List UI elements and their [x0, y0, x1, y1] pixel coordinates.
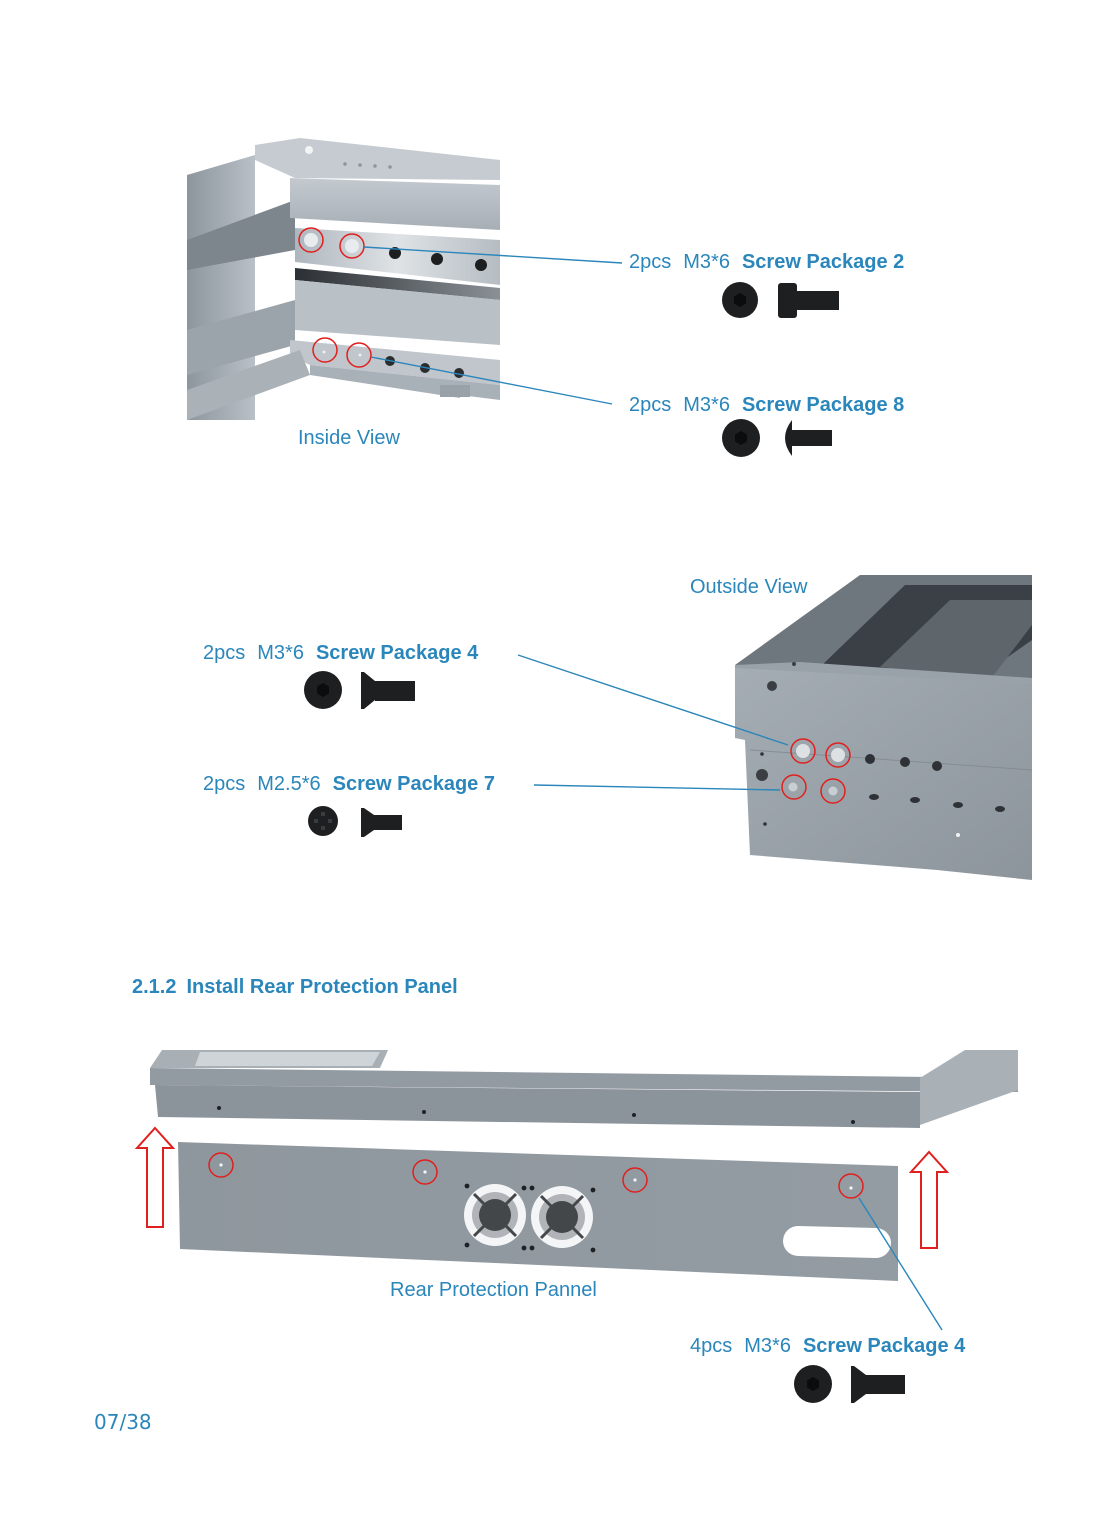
panel-cutout	[783, 1225, 891, 1259]
outside-view-highlight-circles	[781, 738, 851, 804]
highlight-circle	[412, 1159, 438, 1185]
rear-panel-drawing	[178, 1142, 898, 1281]
callout-spec: M3*6	[683, 394, 730, 416]
rear-panel-caption: Rear Protection Pannel	[390, 1279, 597, 1301]
callout-screw-package-4: 2pcs M3*6 Screw Package 4	[203, 642, 478, 665]
highlight-circle	[838, 1173, 864, 1199]
callout-screw-package-8: 2pcs M3*6 Screw Package 8	[629, 394, 904, 417]
highlight-circle	[312, 337, 338, 363]
callout-package: Screw Package 2	[741, 251, 905, 273]
fan-right	[531, 1186, 593, 1248]
callout-spec: M3*6	[744, 1335, 791, 1357]
callout-spec: M2.5*6	[257, 773, 321, 795]
section-title: Install Rear Protection Panel	[186, 976, 458, 998]
leader-line	[858, 1197, 943, 1331]
leader-line	[517, 654, 789, 746]
highlight-circle	[790, 738, 816, 764]
highlight-circle	[825, 742, 851, 768]
screw-package-4-icon	[794, 1365, 905, 1403]
inside-view-highlight-circles	[298, 227, 372, 368]
callout-screw-package-7: 2pcs M2.5*6 Screw Package 7	[203, 773, 495, 796]
screw-icons	[304, 282, 905, 1403]
highlight-circle	[339, 233, 365, 259]
section-number: 2.1.2	[132, 976, 177, 998]
callout-package: Screw Package 4	[315, 642, 479, 664]
inside-view-caption: Inside View	[298, 427, 400, 449]
screw-package-8-icon	[722, 419, 832, 457]
callout-package: Screw Package 7	[332, 773, 495, 795]
callout-package: Screw Package 4	[802, 1335, 966, 1357]
inside-view-drawing	[187, 138, 500, 420]
callout-screw-package-2: 2pcs M3*6 Screw Package 2	[629, 251, 904, 274]
fan-left	[464, 1184, 526, 1246]
outside-view-drawing	[735, 575, 1033, 880]
highlight-circle	[820, 778, 846, 804]
highlight-circle	[346, 342, 372, 368]
highlight-circle	[298, 227, 324, 253]
callout-qty: 2pcs	[203, 642, 246, 664]
leader-line	[363, 246, 623, 264]
rear-frame-drawing	[150, 1050, 1018, 1128]
callout-rear-screw-package-4: 4pcs M3*6 Screw Package 4	[690, 1335, 965, 1358]
callout-spec: M3*6	[257, 642, 304, 664]
section-heading: 2.1.2 Install Rear Protection Panel	[132, 976, 458, 999]
leader-line	[533, 784, 781, 791]
inside-view-leader-lines	[363, 246, 623, 405]
page-number: 07/38	[94, 1410, 152, 1434]
callout-qty: 4pcs	[690, 1335, 733, 1357]
callout-package: Screw Package 8	[741, 394, 905, 416]
rear-panel-highlight-circles	[208, 1152, 864, 1199]
highlight-circle	[622, 1167, 648, 1193]
highlight-circle	[208, 1152, 234, 1178]
outside-view-caption: Outside View	[690, 576, 808, 598]
callout-spec: M3*6	[683, 251, 730, 273]
callout-qty: 2pcs	[203, 773, 246, 795]
callout-qty: 2pcs	[629, 394, 672, 416]
up-arrow-icon	[908, 1150, 950, 1249]
up-arrow-icon	[134, 1126, 176, 1228]
rear-panel-leader-lines	[858, 1197, 943, 1331]
up-arrow-icons	[134, 1126, 950, 1249]
callout-qty: 2pcs	[629, 251, 672, 273]
leader-line	[370, 356, 613, 405]
screw-package-4-icon	[304, 671, 415, 709]
outside-view-leader-lines	[517, 654, 789, 791]
screw-package-2-icon	[722, 282, 839, 318]
highlight-circle	[781, 774, 807, 800]
screw-package-7-icon	[308, 806, 402, 837]
